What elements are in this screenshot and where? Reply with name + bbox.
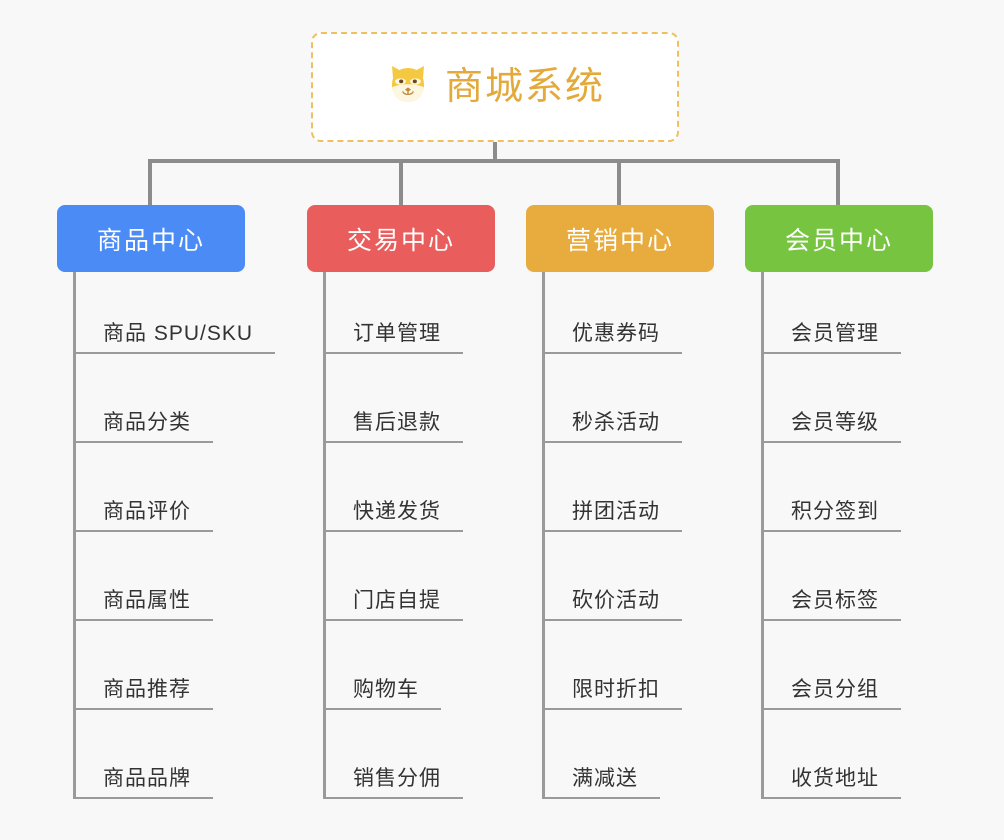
leaf-item-label: 积分签到: [761, 495, 901, 532]
leaf-item-label: 商品属性: [73, 584, 213, 621]
branch-spine: [761, 272, 764, 799]
branch-spine: [73, 272, 76, 799]
leaf-item[interactable]: 会员标签: [761, 573, 901, 621]
leaf-item-label: 商品推荐: [73, 673, 213, 710]
leaf-item-label: 会员等级: [761, 406, 901, 443]
leaf-item[interactable]: 砍价活动: [542, 573, 682, 621]
leaf-item[interactable]: 商品分类: [73, 395, 213, 443]
leaf-item[interactable]: 限时折扣: [542, 662, 682, 710]
leaf-item[interactable]: 商品评价: [73, 484, 213, 532]
leaf-item-label: 订单管理: [323, 317, 463, 354]
leaf-item[interactable]: 订单管理: [323, 306, 463, 354]
leaf-item-label: 商品品牌: [73, 762, 213, 799]
category-card-trade-center[interactable]: 交易中心: [307, 205, 495, 272]
leaf-item-label: 收货地址: [761, 762, 901, 799]
leaf-item-label: 门店自提: [323, 584, 463, 621]
leaf-item-label: 商品评价: [73, 495, 213, 532]
leaf-item[interactable]: 优惠券码: [542, 306, 682, 354]
leaf-item[interactable]: 会员分组: [761, 662, 901, 710]
leaf-item[interactable]: 会员等级: [761, 395, 901, 443]
leaf-item[interactable]: 秒杀活动: [542, 395, 682, 443]
shiba-dog-icon: [385, 62, 431, 113]
category-title: 会员中心: [784, 226, 893, 255]
category-title: 营销中心: [565, 226, 674, 255]
connector-root-vertical: [493, 142, 497, 162]
leaf-item-label: 砍价活动: [542, 584, 682, 621]
leaf-item[interactable]: 快递发货: [323, 484, 463, 532]
leaf-item[interactable]: 拼团活动: [542, 484, 682, 532]
leaf-item-label: 会员分组: [761, 673, 901, 710]
root-title: 商城系统: [444, 66, 605, 108]
category-title: 交易中心: [346, 226, 455, 255]
leaf-item[interactable]: 满减送: [542, 751, 660, 799]
leaf-item[interactable]: 积分签到: [761, 484, 901, 532]
category-card-product-center[interactable]: 商品中心: [57, 205, 245, 272]
leaf-item[interactable]: 销售分佣: [323, 751, 463, 799]
category-card-member-center[interactable]: 会员中心: [745, 205, 933, 272]
leaf-item[interactable]: 收货地址: [761, 751, 901, 799]
connector-drop-4: [836, 159, 840, 205]
category-card-marketing-center[interactable]: 营销中心: [526, 205, 714, 272]
leaf-item[interactable]: 商品品牌: [73, 751, 213, 799]
leaf-item-label: 售后退款: [323, 406, 463, 443]
branch-spine: [542, 272, 545, 799]
branch-spine: [323, 272, 326, 799]
leaf-item[interactable]: 售后退款: [323, 395, 463, 443]
connector-drop-3: [617, 159, 621, 205]
leaf-item-label: 限时折扣: [542, 673, 682, 710]
leaf-item[interactable]: 购物车: [323, 662, 441, 710]
leaf-item-label: 秒杀活动: [542, 406, 682, 443]
leaf-item[interactable]: 门店自提: [323, 573, 463, 621]
connector-drop-2: [399, 159, 403, 205]
connector-drop-1: [148, 159, 152, 205]
leaf-item[interactable]: 商品属性: [73, 573, 213, 621]
connector-horizontal-bus: [148, 159, 840, 163]
leaf-item[interactable]: 会员管理: [761, 306, 901, 354]
leaf-item-label: 优惠券码: [542, 317, 682, 354]
category-title: 商品中心: [96, 226, 205, 255]
leaf-item[interactable]: 商品推荐: [73, 662, 213, 710]
leaf-item-label: 快递发货: [323, 495, 463, 532]
leaf-item-label: 满减送: [542, 762, 660, 799]
leaf-item-label: 商品 SPU/SKU: [73, 317, 276, 354]
leaf-item-label: 商品分类: [73, 406, 213, 443]
leaf-item-label: 会员标签: [761, 584, 901, 621]
leaf-item-label: 销售分佣: [323, 762, 463, 799]
leaf-item-label: 购物车: [323, 673, 441, 710]
root-node-shop-system[interactable]: 商城系统: [311, 32, 679, 142]
leaf-item[interactable]: 商品 SPU/SKU: [73, 306, 276, 354]
leaf-item-label: 拼团活动: [542, 495, 682, 532]
leaf-item-label: 会员管理: [761, 317, 901, 354]
